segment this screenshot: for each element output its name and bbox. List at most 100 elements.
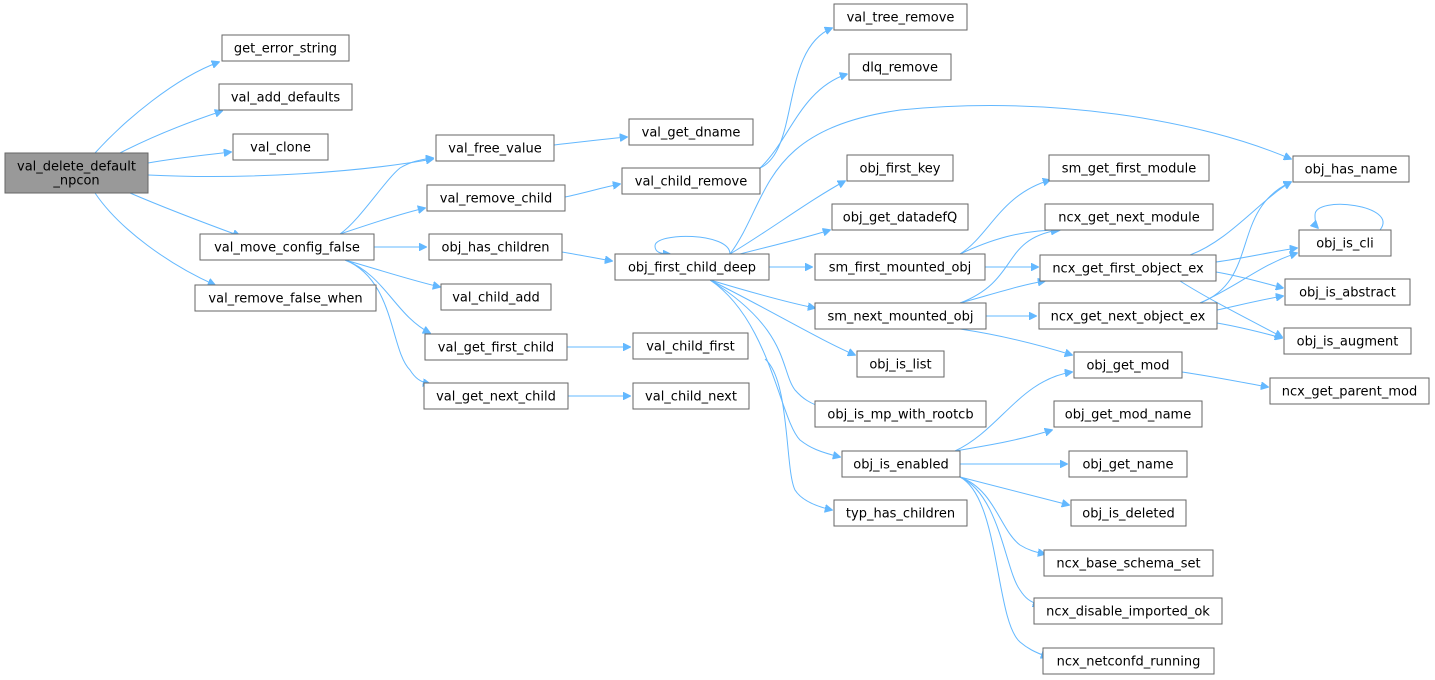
- node-val-child-add[interactable]: val_child_add: [440, 283, 552, 311]
- node-label: val_delete_default: [17, 160, 136, 175]
- node-box: [856, 350, 945, 378]
- node-label: ncx_get_next_object_ex: [1051, 310, 1206, 325]
- node-val-child-first[interactable]: val_child_first: [632, 332, 749, 360]
- node-label: val_remove_false_when: [208, 292, 362, 307]
- node-sm-next-mounted-obj[interactable]: sm_next_mounted_obj: [814, 302, 987, 330]
- node-box: [428, 233, 563, 261]
- node-obj-is-deleted[interactable]: obj_is_deleted: [1070, 499, 1187, 527]
- node-obj-has-children[interactable]: obj_has_children: [428, 233, 563, 261]
- node-val-remove-child[interactable]: val_remove_child: [426, 184, 566, 212]
- node-label: obj_has_name: [1305, 163, 1398, 178]
- node-label: val_tree_remove: [847, 11, 955, 26]
- node-val-move-config-false[interactable]: val_move_config_false: [199, 233, 375, 261]
- node-val-get-next-child[interactable]: val_get_next_child: [423, 382, 569, 410]
- node-obj-is-augment[interactable]: obj_is_augment: [1283, 327, 1412, 355]
- node-sm-first-mounted-obj[interactable]: sm_first_mounted_obj: [814, 253, 986, 281]
- node-label: sm_first_mounted_obj: [829, 261, 972, 276]
- node-obj-is-cli[interactable]: obj_is_cli: [1298, 229, 1392, 257]
- node-label: obj_get_mod_name: [1065, 408, 1191, 423]
- node-box: [423, 382, 569, 410]
- node-box: [848, 53, 952, 81]
- node-box: [1073, 351, 1183, 379]
- node-label: dlq_remove: [862, 61, 938, 76]
- edge-val_move_config_false-to-val_remove_child: [339, 208, 425, 235]
- node-obj-is-mp-with-rootcb[interactable]: obj_is_mp_with_rootcb: [814, 400, 987, 428]
- node-typ-has-children[interactable]: typ_has_children: [833, 499, 968, 527]
- node-box: [440, 283, 552, 311]
- node-box: [1033, 597, 1223, 625]
- node-val-child-next[interactable]: val_child_next: [632, 382, 750, 410]
- node-label: obj_get_datadefQ: [843, 211, 958, 226]
- edge-val_move_config_false-to-val_child_add: [344, 259, 440, 287]
- node-val-get-dname[interactable]: val_get_dname: [628, 118, 754, 146]
- edge-obj_is_cli-to-obj_is_cli: [1315, 203, 1384, 231]
- edge-obj_is_enabled-to-obj_get_mod_name: [954, 430, 1052, 452]
- node-ncx-disable-imported-ok[interactable]: ncx_disable_imported_ok: [1033, 597, 1223, 625]
- node-get-error-string[interactable]: get_error_string: [221, 34, 350, 62]
- node-label: sm_next_mounted_obj: [828, 310, 974, 325]
- node-label: obj_get_mod: [1086, 359, 1169, 374]
- node-label: val_get_first_child: [438, 341, 554, 356]
- node-val-get-first-child[interactable]: val_get_first_child: [424, 333, 568, 361]
- node-label: obj_first_child_deep: [628, 261, 756, 276]
- node-box: [632, 382, 750, 410]
- node-box: [1053, 400, 1203, 428]
- node-label: obj_has_children: [442, 241, 550, 256]
- node-obj-get-mod[interactable]: obj_get_mod: [1073, 351, 1183, 379]
- node-ncx-netconfd-running[interactable]: ncx_netconfd_running: [1042, 647, 1215, 675]
- node-label: ncx_get_next_module: [1058, 211, 1199, 226]
- node-val-tree-remove[interactable]: val_tree_remove: [833, 3, 968, 31]
- node-box: [1038, 302, 1218, 330]
- node-obj-get-mod-name[interactable]: obj_get_mod_name: [1053, 400, 1203, 428]
- edge-obj_first_child_deep-to-obj_first_child_deep: [654, 235, 731, 254]
- node-box: [199, 233, 375, 261]
- node-label: obj_is_deleted: [1082, 507, 1174, 522]
- edge-ncx_get_first_object_ex-to-obj_has_name: [1189, 182, 1291, 256]
- node-sm-get-first-module[interactable]: sm_get_first_module: [1048, 154, 1210, 182]
- node-val-clone[interactable]: val_clone: [232, 133, 329, 161]
- node-obj-is-abstract[interactable]: obj_is_abstract: [1284, 278, 1411, 306]
- node-ncx-get-next-object-ex[interactable]: ncx_get_next_object_ex: [1038, 302, 1218, 330]
- edge-obj_is_enabled-to-ncx_disable_imported_ok: [959, 476, 1040, 605]
- node-val-free-value[interactable]: val_free_value: [435, 134, 555, 162]
- node-val-add-defaults[interactable]: val_add_defaults: [218, 83, 353, 111]
- node-label: typ_has_children: [846, 507, 955, 522]
- edge-root-to-val_move_config_false: [129, 192, 240, 236]
- edge-val_remove_child-to-val_child_remove: [564, 184, 620, 198]
- node-root[interactable]: val_delete_default_npcon: [4, 152, 149, 194]
- node-obj-first-key[interactable]: obj_first_key: [846, 154, 954, 182]
- node-label: obj_is_enabled: [853, 458, 949, 473]
- node-ncx-get-first-object-ex[interactable]: ncx_get_first_object_ex: [1039, 254, 1217, 282]
- node-val-child-remove[interactable]: val_child_remove: [621, 167, 761, 195]
- node-ncx-get-parent-mod[interactable]: ncx_get_parent_mod: [1269, 377, 1430, 405]
- edge-sm_next_mounted_obj-to-ncx_get_first_object_ex: [959, 281, 1045, 304]
- node-box: [4, 152, 149, 194]
- node-label: val_remove_child: [440, 192, 553, 207]
- node-obj-has-name[interactable]: obj_has_name: [1292, 155, 1410, 183]
- edge-obj_is_enabled-to-ncx_netconfd_running: [959, 476, 1048, 657]
- node-label: val_add_defaults: [231, 91, 340, 106]
- node-dlq-remove[interactable]: dlq_remove: [848, 53, 952, 81]
- node-obj-get-datadefQ[interactable]: obj_get_datadefQ: [831, 203, 969, 231]
- node-box: [1042, 647, 1215, 675]
- node-box: [1039, 254, 1217, 282]
- node-box: [424, 333, 568, 361]
- edge-root-to-val_free_value: [147, 159, 433, 177]
- node-obj-is-enabled[interactable]: obj_is_enabled: [841, 450, 961, 478]
- node-obj-get-name[interactable]: obj_get_name: [1068, 450, 1188, 478]
- node-label: _npcon: [52, 174, 99, 189]
- node-ncx-base-schema-set[interactable]: ncx_base_schema_set: [1043, 549, 1214, 577]
- node-val-remove-false-when[interactable]: val_remove_false_when: [194, 284, 377, 312]
- node-label: obj_is_augment: [1297, 335, 1399, 350]
- node-ncx-get-next-module[interactable]: ncx_get_next_module: [1044, 203, 1214, 231]
- node-obj-first-child-deep[interactable]: obj_first_child_deep: [614, 253, 770, 281]
- edge-obj_is_enabled-to-obj_get_mod: [954, 372, 1072, 452]
- edge-obj_first_child_deep-to-obj_is_mp_with_rootcb: [709, 279, 825, 408]
- node-label: val_free_value: [448, 142, 541, 157]
- node-obj-is-list[interactable]: obj_is_list: [856, 350, 945, 378]
- node-box: [1043, 549, 1214, 577]
- node-box: [1298, 229, 1392, 257]
- node-label: ncx_netconfd_running: [1057, 655, 1201, 670]
- node-box: [814, 253, 986, 281]
- node-box: [831, 203, 969, 231]
